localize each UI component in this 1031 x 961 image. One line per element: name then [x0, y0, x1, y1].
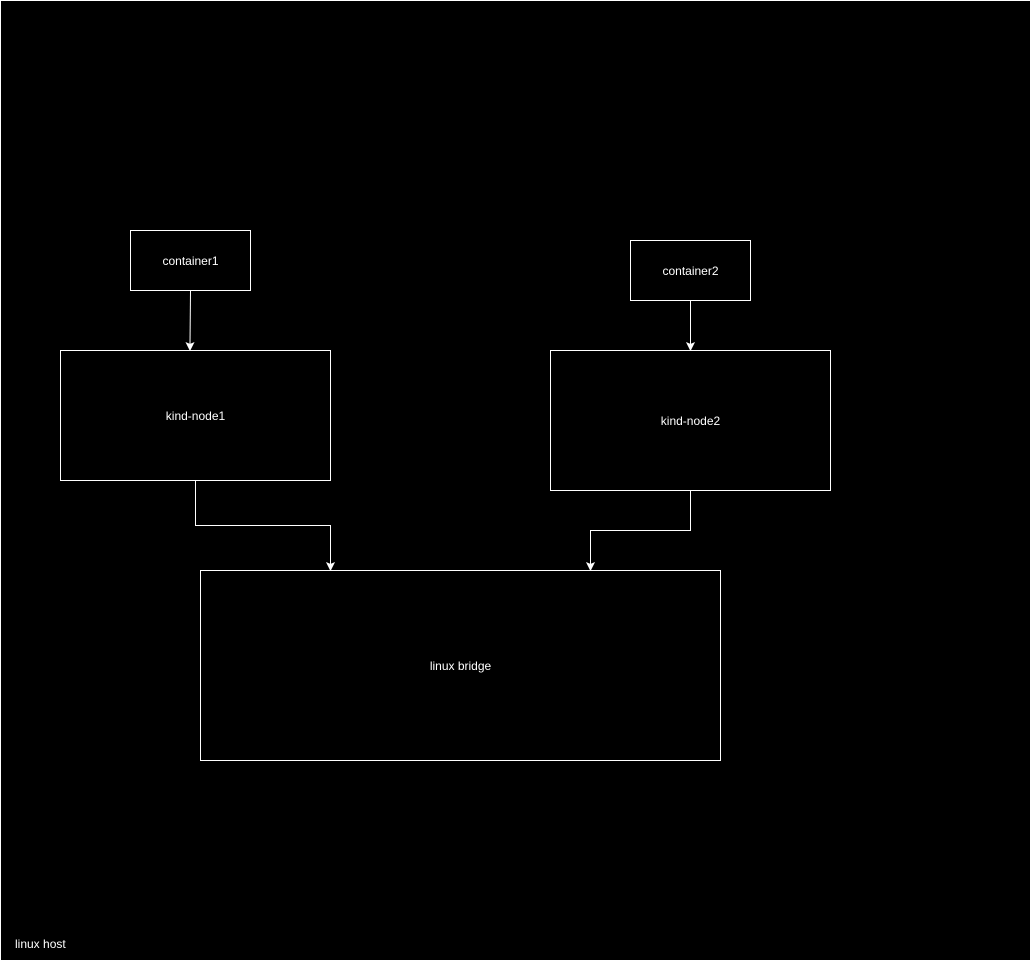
edge-line — [590, 491, 691, 564]
container1-label: container1 — [162, 253, 219, 268]
kind-node1-box[interactable]: kind-node1 — [60, 350, 331, 481]
kind-node2-box[interactable]: kind-node2 — [550, 350, 831, 491]
arrowhead — [685, 342, 696, 352]
edge-line — [195, 481, 331, 564]
linux-bridge-box[interactable]: linux bridge — [200, 570, 721, 761]
edge-kind-node2-to-linux-bridge — [585, 491, 691, 572]
linux-host-label: linux host — [15, 937, 66, 951]
container2-box[interactable]: container2 — [630, 240, 751, 301]
arrowhead — [585, 562, 596, 572]
edge-line — [189, 290, 191, 345]
edge-container2-to-kind-node2 — [685, 301, 696, 352]
edge-container1-to-kind-node1 — [185, 290, 195, 352]
kind-node1-label: kind-node1 — [165, 408, 226, 423]
edge-kind-node1-to-linux-bridge — [195, 481, 336, 572]
kind-node2-label: kind-node2 — [660, 413, 721, 428]
arrowhead — [185, 342, 195, 352]
linux-bridge-label: linux bridge — [429, 658, 492, 673]
container1-box[interactable]: container1 — [130, 230, 251, 291]
arrowhead — [325, 562, 336, 572]
container2-label: container2 — [662, 263, 719, 278]
